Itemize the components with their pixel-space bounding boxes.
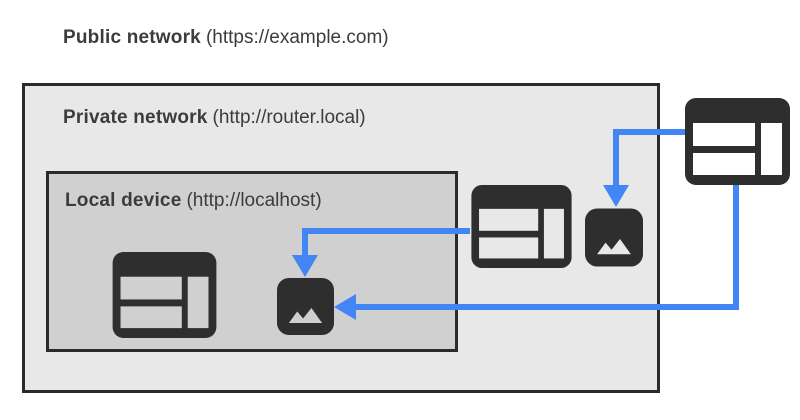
local-device-box: Local device(http://localhost): [46, 171, 458, 352]
public-network-label: Public network(https://example.com): [63, 27, 389, 49]
browser-icon-local: [112, 252, 217, 338]
private-network-name: Private network: [63, 107, 208, 128]
arrow-segment: [733, 185, 739, 310]
public-network-name: Public network: [63, 27, 201, 48]
local-device-name: Local device: [65, 190, 182, 211]
local-device-label: Local device(http://localhost): [65, 190, 322, 212]
private-network-box: Private network(http://router.local) Loc…: [22, 83, 660, 393]
private-network-label: Private network(http://router.local): [63, 107, 366, 129]
image-icon-private: [585, 208, 643, 267]
image-icon-local: [277, 278, 334, 335]
local-device-url: (http://localhost): [186, 190, 322, 211]
browser-icon-public: [685, 98, 790, 185]
browser-icon-private: [471, 185, 572, 268]
public-network-url: (https://example.com): [205, 27, 389, 48]
private-network-url: (http://router.local): [212, 107, 366, 128]
